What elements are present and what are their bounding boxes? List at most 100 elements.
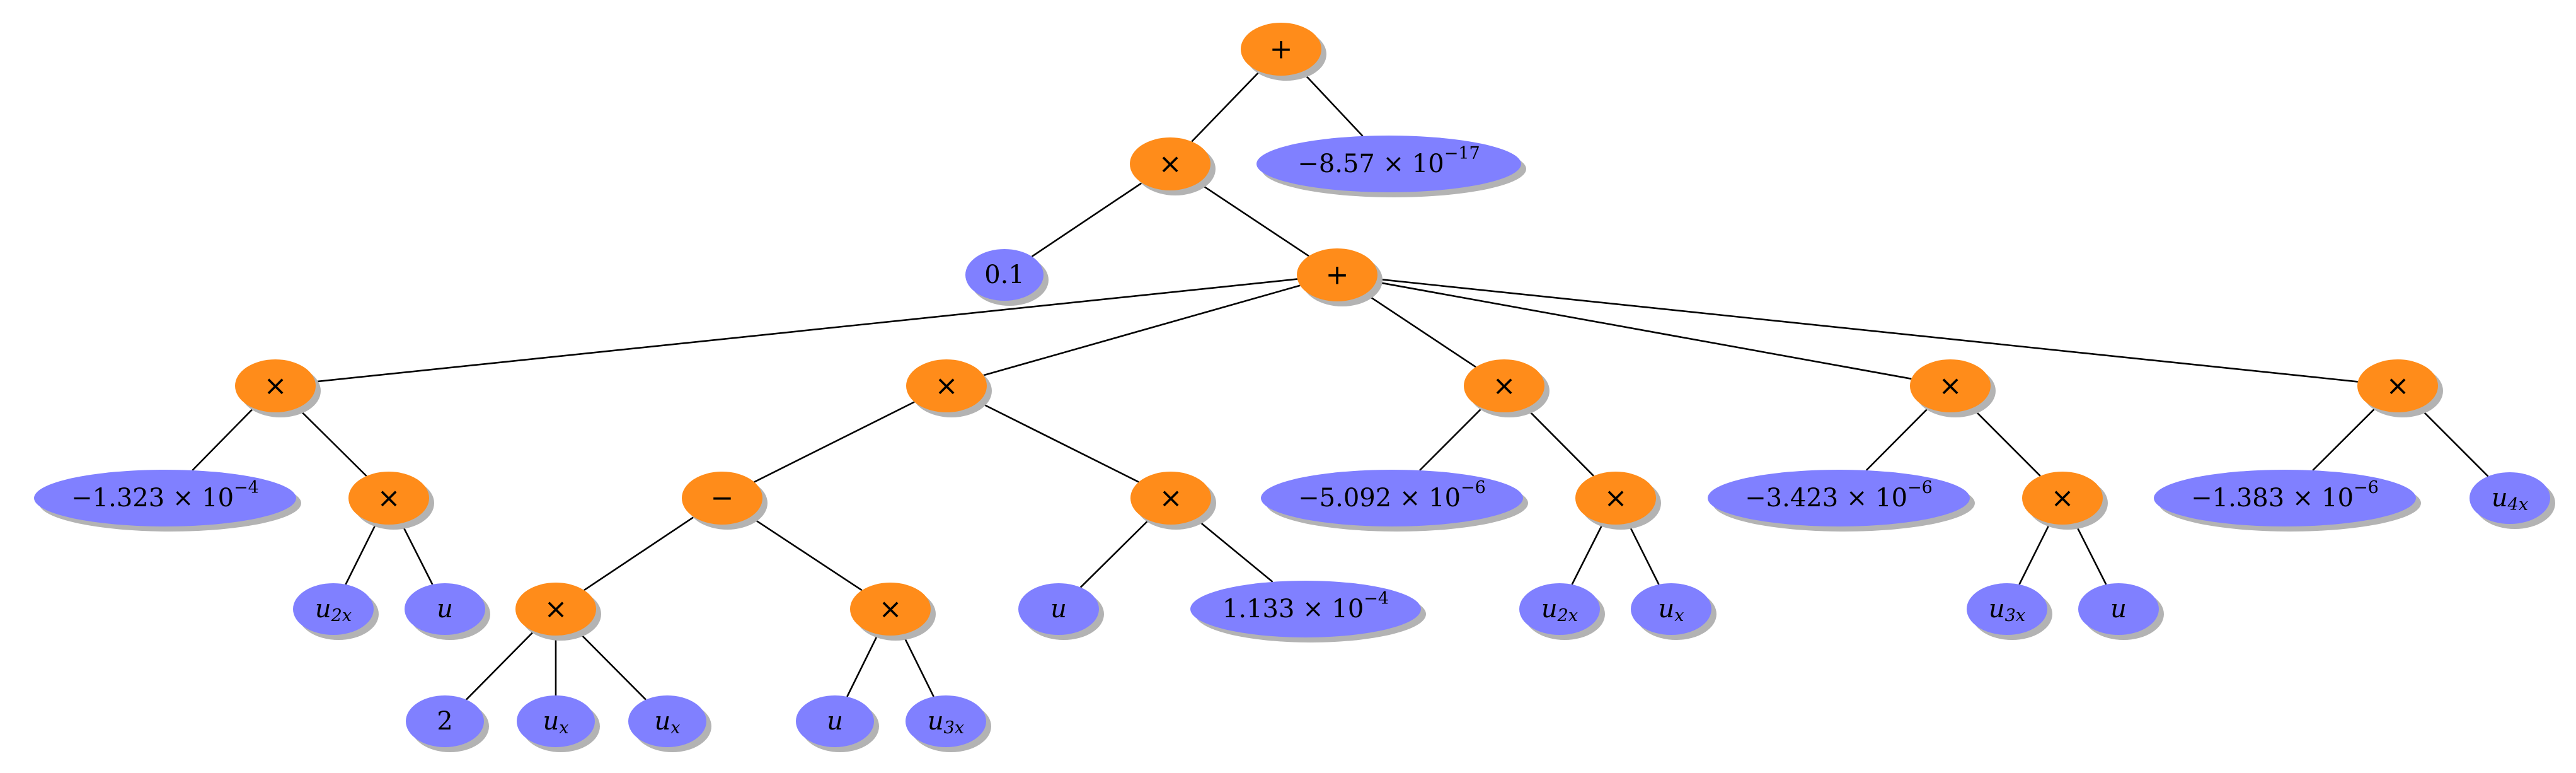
value-node-n17: 2 (406, 695, 489, 752)
value-node-n34: u4x (2470, 472, 2555, 529)
operator-node-n9: × (2357, 359, 2443, 417)
tree-edge-n4-n7 (1365, 293, 1476, 368)
node-ellipse (796, 695, 874, 747)
node-ellipse (405, 583, 485, 635)
tree-edge-n20-n21 (846, 634, 879, 697)
node-label: u2x (1541, 595, 1578, 625)
node-ellipse (1967, 583, 2047, 635)
node-ellipse (293, 583, 374, 635)
node-ellipse (2022, 472, 2103, 525)
tree-edge-n9-n34 (2419, 407, 2489, 477)
node-label: × (1939, 370, 1962, 402)
node-ellipse (1297, 248, 1377, 301)
node-label: −8.57 × 10−17 (1297, 144, 1480, 179)
node-label: u (437, 595, 453, 624)
tree-edge-n4-n9 (1377, 278, 2358, 383)
tree-edge-n16-n19 (577, 631, 647, 700)
tree-edge-n11-n12 (345, 523, 377, 585)
value-node-n21: u (796, 695, 879, 752)
node-ellipse (906, 359, 987, 412)
value-node-n25: −5.092 × 10−6 (1261, 470, 1528, 532)
value-node-n28: ux (1631, 583, 1716, 640)
operator-node-n4: + (1297, 248, 1383, 306)
tree-edge-n6-n14 (754, 401, 915, 483)
tree-nodes: +×−8.57 × 10−170.1+×××××−1.323 × 10−4×u2… (34, 23, 2555, 752)
node-label: 1.133 × 10−4 (1222, 589, 1389, 624)
value-node-n2: −8.57 × 10−17 (1256, 136, 1526, 197)
operator-node-n11: × (348, 472, 434, 530)
value-node-n13: u (405, 583, 490, 640)
node-label: −3.423 × 10−6 (1745, 478, 1933, 513)
node-ellipse (906, 695, 986, 747)
node-ellipse (2154, 470, 2416, 526)
value-node-n29: −3.423 × 10−6 (1708, 470, 1975, 532)
node-label: u (1050, 595, 1067, 624)
tree-edge-n0-n1 (1191, 71, 1260, 142)
tree-edge-n6-n15 (978, 401, 1139, 483)
node-ellipse (965, 249, 1044, 301)
value-node-n31: u3x (1967, 583, 2052, 640)
node-ellipse (1130, 472, 1211, 525)
node-label: × (1604, 482, 1628, 514)
tree-edge-n26-n28 (1627, 523, 1660, 585)
tree-edge-n7-n25 (1419, 407, 1483, 471)
node-ellipse (517, 695, 595, 747)
node-ellipse (850, 583, 931, 636)
operator-node-n30: × (2022, 472, 2108, 530)
operator-node-n14: − (682, 472, 768, 530)
node-label: u3x (928, 707, 964, 738)
value-node-n23: u (1018, 583, 1104, 640)
tree-edge-n8-n29 (1865, 407, 1929, 471)
tree-edge-n7-n26 (1526, 407, 1594, 477)
tree-edge-n16-n17 (465, 631, 535, 700)
value-node-n32: u (2078, 583, 2164, 640)
node-label: u3x (1989, 595, 2025, 625)
node-label: u (827, 707, 843, 736)
node-label: − (711, 482, 734, 514)
node-label: + (1270, 33, 1293, 66)
node-label: × (2386, 370, 2410, 402)
tree-edge-n0-n2 (1301, 71, 1364, 137)
operator-node-n0: + (1241, 23, 1326, 81)
node-ellipse (1708, 470, 1970, 526)
node-ellipse (2357, 359, 2438, 412)
tree-edge-n5-n10 (192, 407, 255, 471)
node-label: ux (1659, 595, 1684, 625)
node-label: × (1159, 148, 1182, 180)
value-node-n18: ux (517, 695, 600, 752)
node-label: ux (543, 707, 569, 738)
node-label: u (2110, 595, 2127, 624)
node-label: 2 (437, 707, 452, 736)
tree-edge-n15-n24 (1195, 518, 1274, 583)
node-ellipse (348, 472, 429, 525)
node-ellipse (515, 583, 596, 636)
node-ellipse (1256, 136, 1521, 192)
tree-edge-n14-n16 (584, 516, 694, 591)
operator-node-n8: × (1910, 359, 1996, 417)
node-ellipse (1464, 359, 1544, 412)
node-label: × (264, 370, 287, 402)
operator-node-n1: × (1130, 137, 1216, 195)
value-node-n19: ux (628, 695, 711, 752)
node-label: −5.092 × 10−6 (1298, 478, 1486, 513)
value-node-n10: −1.323 × 10−4 (34, 470, 301, 532)
node-label: u4x (2492, 484, 2528, 514)
value-node-n22: u3x (906, 695, 991, 752)
node-ellipse (1519, 583, 1600, 635)
tree-edge-n1-n4 (1198, 182, 1309, 257)
tree-edge-n14-n20 (750, 516, 863, 591)
operator-node-n26: × (1575, 472, 1661, 530)
node-label: u2x (315, 595, 352, 625)
value-node-n3: 0.1 (965, 249, 1049, 306)
tree-edge-n11-n13 (401, 523, 434, 585)
tree-edge-n9-n33 (2312, 407, 2376, 471)
node-ellipse (2078, 583, 2159, 635)
tree-edge-n30-n32 (2074, 523, 2107, 585)
node-ellipse (2470, 472, 2550, 524)
node-ellipse (682, 472, 762, 525)
operator-node-n15: × (1130, 472, 1216, 530)
node-label: × (2051, 482, 2074, 514)
node-ellipse (406, 695, 484, 747)
node-label: × (935, 370, 958, 402)
